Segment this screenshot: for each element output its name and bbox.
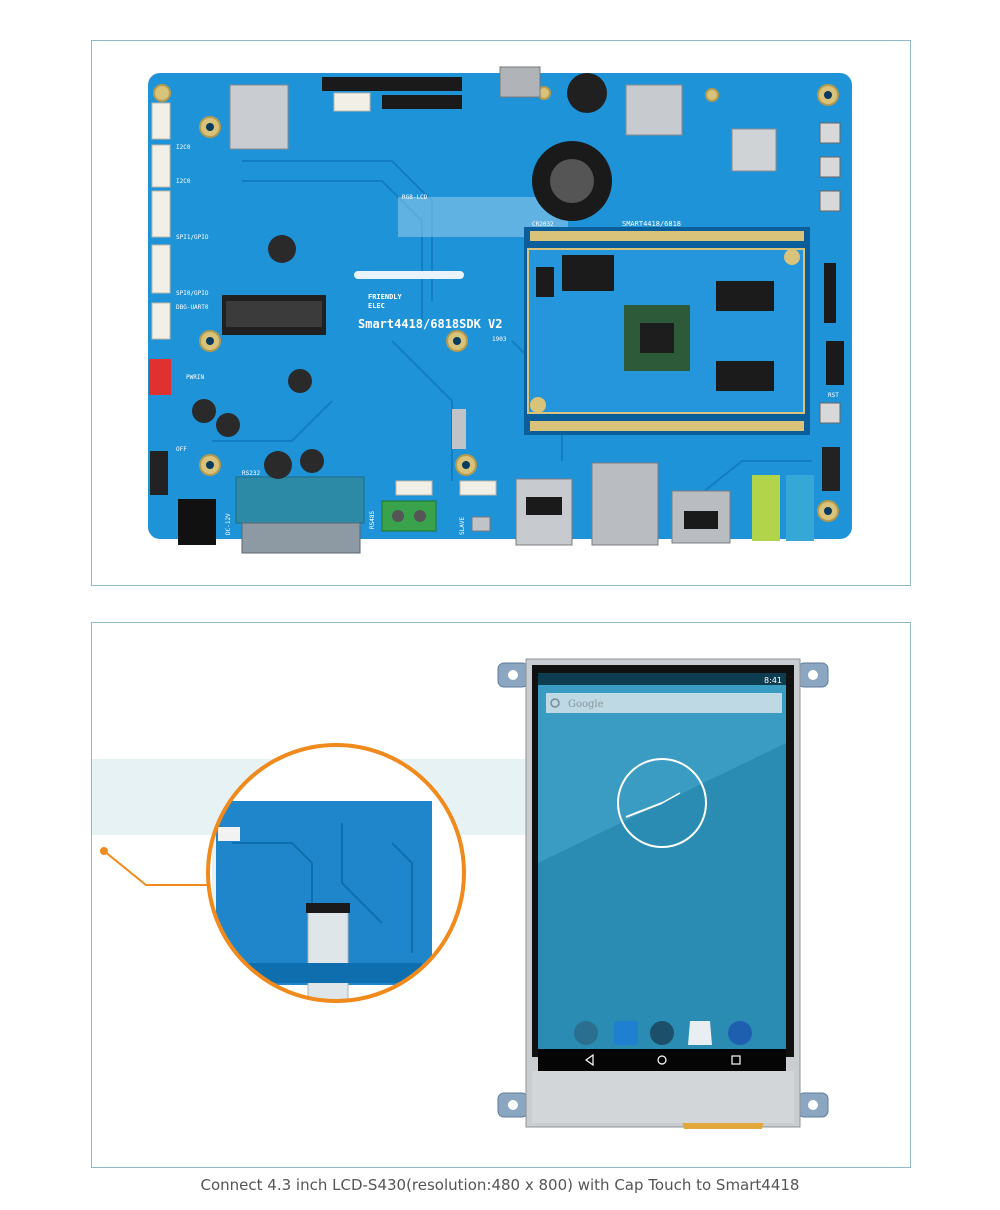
sd-slot [625,84,683,136]
search-bar[interactable] [546,693,782,713]
image-caption: Connect 4.3 inch LCD-S430(resolution:480… [200,1176,800,1194]
recents-icon[interactable] [731,1055,741,1065]
rs232-db9 [235,476,365,524]
core-label: SMART4418/6818 [622,220,681,228]
sim-slot [229,84,289,150]
ethernet-port [591,462,659,546]
contacts-icon[interactable] [614,1021,638,1045]
silk-label: SLAVE [459,517,466,535]
back-icon[interactable] [584,1053,594,1067]
search-text: Google [568,699,604,710]
board-model-label: Smart4418/6818SDK V2 [358,317,503,331]
audio-jack-green [752,475,780,541]
silk-label: RS232 [242,470,260,477]
home-icon[interactable] [657,1055,667,1065]
browser-icon[interactable] [728,1021,752,1045]
play-store-icon[interactable] [688,1021,712,1045]
audio-jack-blue [786,475,814,541]
dc-jack [178,499,216,545]
brand-line1: FRIENDLY [368,293,403,301]
battery-label: CR2032 [532,221,554,228]
zoom-ring [206,743,466,1003]
silk-label: I2C0 [176,178,191,185]
slide-switch-right [822,447,840,491]
silk-label: SPI0/GPIO [176,290,209,297]
status-time: 8:41 [764,676,782,685]
silk-label: DC-12V [225,513,232,535]
lcd-header-label: RGB-LCD [402,194,428,201]
pwrin-connector [149,359,171,395]
buzzer [567,73,607,113]
lcd-photo-panel: 8:41 Google [91,622,911,1168]
pin-header-top [322,77,462,91]
lcd-photo: 8:41 Google [92,658,829,1129]
nav-bar [538,1049,786,1071]
silk-label: PWRIN [186,374,204,381]
silk-label: OFF [176,446,187,453]
silk-label: SPI1/GPIO [176,234,209,241]
silk-label: DBG-UART0 [176,304,209,311]
silk-label: I2C0 [176,144,191,151]
silk-label: RS485 [369,511,376,529]
chrome-icon[interactable] [574,1021,598,1045]
brand-line2: ELEC [368,302,385,310]
rs485-terminal [381,500,437,532]
lcd-module: 8:41 Google [497,658,829,1129]
power-switch [150,451,168,495]
silk-label: RST [828,392,839,399]
clock-widget[interactable] [617,758,707,848]
apps-icon[interactable] [650,1021,674,1045]
search-icon [550,698,560,708]
board-photo-panel: Smart4418/6818SDK V2 FRIENDLY ELEC 1903 … [91,40,911,586]
board-photo: Smart4418/6818SDK V2 FRIENDLY ELEC 1903 … [148,66,852,554]
zoom-detail [208,745,464,1001]
board-revision: 1903 [492,336,507,343]
status-bar [538,673,786,685]
wifi-module [731,128,777,172]
